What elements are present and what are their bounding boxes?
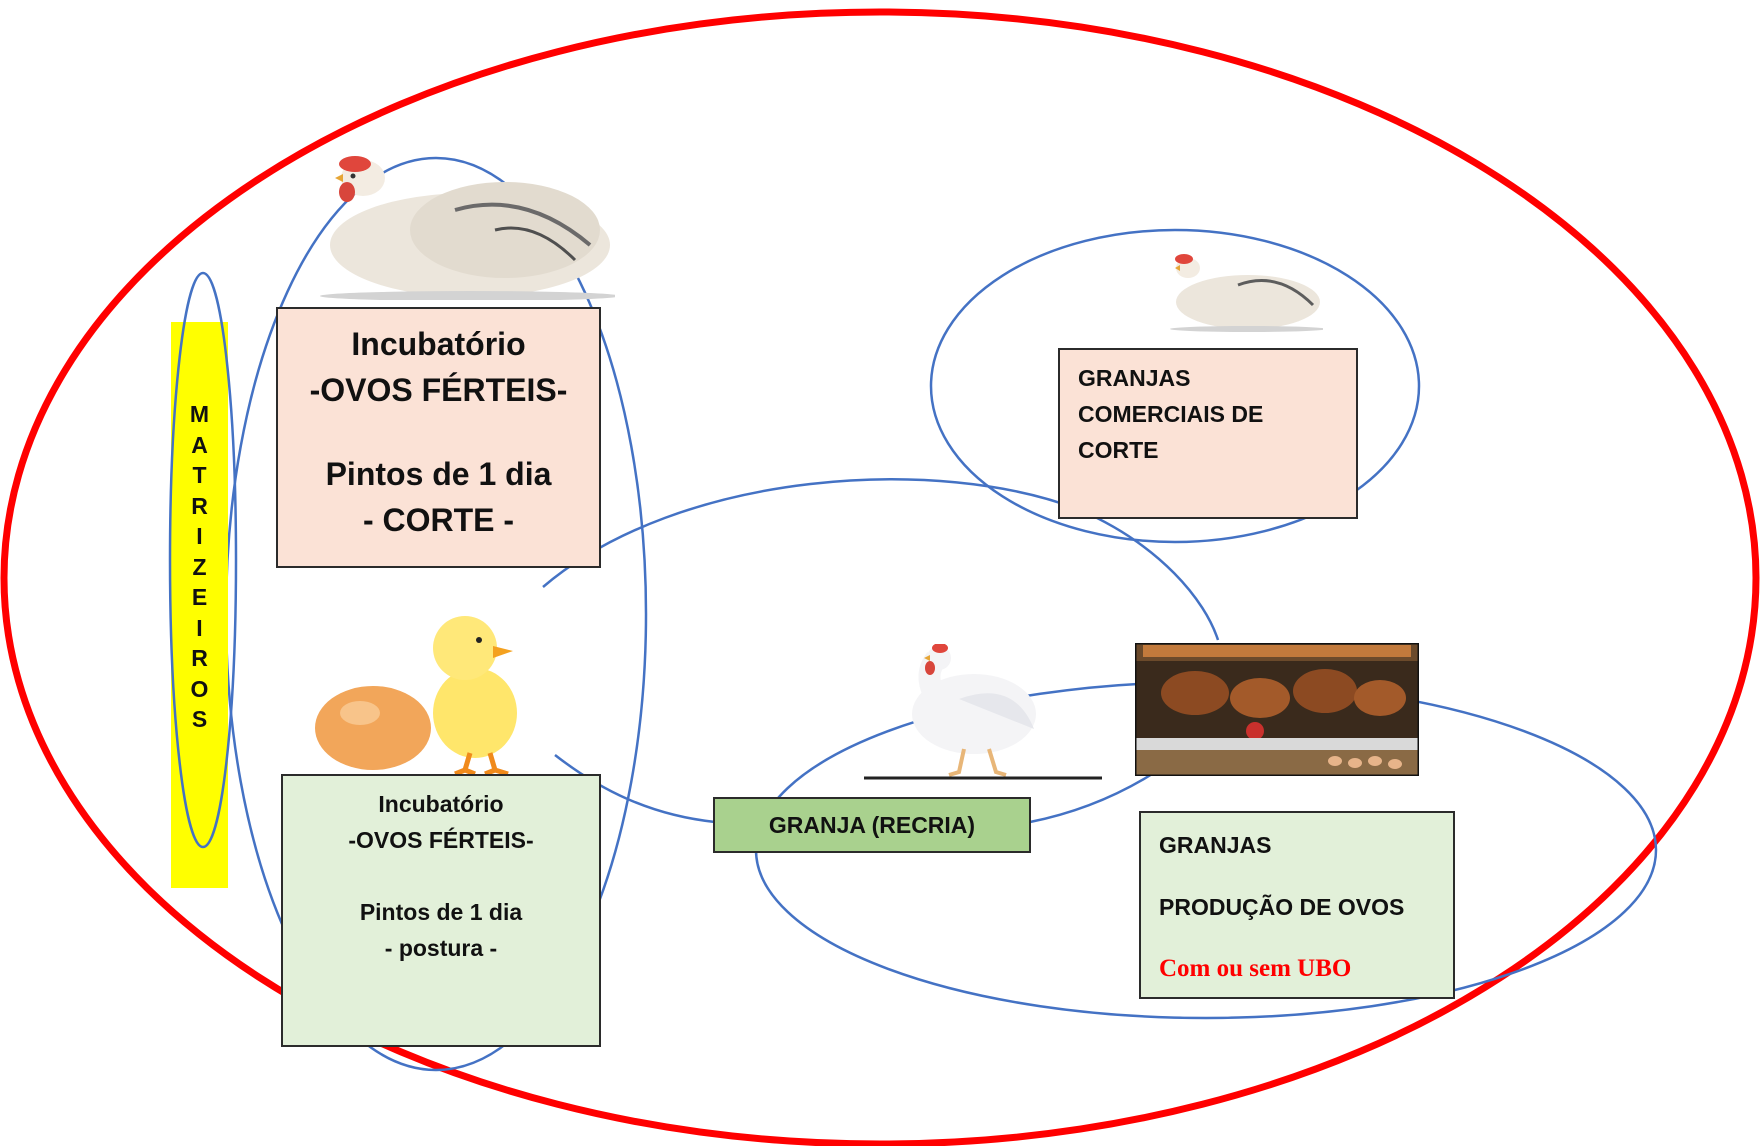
outer-ellipse xyxy=(0,8,1760,1146)
granjas-ovos-line2: PRODUÇÃO DE OVOS xyxy=(1159,894,1405,920)
connector-arc-top xyxy=(542,478,1220,641)
granjas-corte-line2: COMERCIAIS DE xyxy=(1078,401,1264,427)
incubatorio-corte-box: Incubatório -OVOS FÉRTEIS- Pintos de 1 d… xyxy=(276,307,601,568)
incubatorio-postura-line1: Incubatório xyxy=(378,791,504,817)
granjas-producao-ovos-box: GRANJAS PRODUÇÃO DE OVOS Com ou sem UBO xyxy=(1139,811,1455,999)
incubatorio-corte-line2: -OVOS FÉRTEIS- xyxy=(309,372,568,408)
sitting-hen-small-image xyxy=(1170,254,1323,332)
granja-recria-label: GRANJA (RECRIA) xyxy=(768,812,976,838)
granjas-ovos-line3: Com ou sem UBO xyxy=(1159,955,1352,982)
matrizeiros-letter: R xyxy=(191,492,208,519)
incubatorio-corte-line3: Pintos de 1 dia xyxy=(325,456,552,492)
granjas-corte-line3: CORTE xyxy=(1078,437,1159,463)
corte-group-ellipse xyxy=(929,228,1421,544)
matrizeiros-label: M A T R I Z E I R O S xyxy=(171,399,228,735)
sitting-hen-large-image xyxy=(320,156,615,300)
matrizeiros-letter: O xyxy=(190,675,209,702)
incubatorio-corte-line4: - CORTE - xyxy=(362,502,515,538)
matrizeiros-letter: M xyxy=(189,401,210,427)
matrizeiros-letter: E xyxy=(191,584,208,610)
matrizeiros-letter: I xyxy=(196,614,203,641)
standing-white-hen-image xyxy=(864,644,1102,780)
chick-with-egg-image xyxy=(315,616,517,776)
granjas-corte-line1: GRANJAS xyxy=(1078,365,1191,391)
matrizeiros-letter: T xyxy=(192,462,207,488)
matrizeiros-letter: I xyxy=(196,523,203,549)
granjas-comerciais-corte-box: GRANJAS COMERCIAIS DE CORTE xyxy=(1058,348,1358,519)
granja-recria-box: GRANJA (RECRIA) xyxy=(713,797,1031,853)
incubatorio-postura-line4: - postura - xyxy=(384,935,498,961)
incubatorio-postura-line2: -OVOS FÉRTEIS- xyxy=(348,827,534,853)
laying-hens-in-cages-image xyxy=(1135,643,1419,776)
matrizeiros-letter: R xyxy=(191,645,208,671)
matrizeiros-letter: S xyxy=(191,706,208,732)
incubatorio-postura-box: Incubatório -OVOS FÉRTEIS- Pintos de 1 d… xyxy=(281,774,601,1047)
incubatorio-corte-line1: Incubatório xyxy=(351,326,526,362)
incubatorio-postura-line3: Pintos de 1 dia xyxy=(359,899,523,925)
matrizeiros-letter: Z xyxy=(192,553,207,580)
granjas-ovos-line1: GRANJAS xyxy=(1159,832,1272,858)
matrizeiros-letter: A xyxy=(191,431,208,458)
